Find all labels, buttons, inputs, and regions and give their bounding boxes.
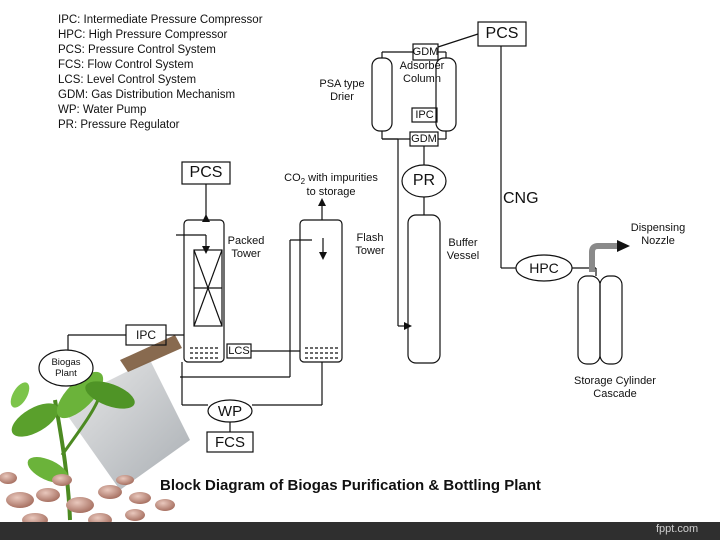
packed-tower: [183, 219, 225, 363]
legend-item: PR: Pressure Regulator: [58, 119, 180, 131]
co2-main: CO: [284, 172, 301, 184]
legend-item: FCS: Flow Control System: [58, 59, 194, 71]
buffer-vessel: [407, 214, 441, 364]
biogas-plant-label: Biogas Plant: [51, 357, 81, 379]
fcs-label: FCS: [215, 433, 245, 451]
cylinder-1: [577, 275, 601, 365]
legend-item: GDM: Gas Distribution Mechanism: [58, 89, 236, 101]
legend-item: HPC: High Pressure Compressor: [58, 29, 228, 41]
ipc-left-label: IPC: [135, 328, 156, 342]
psa-label: PSA type Drier: [319, 78, 365, 103]
legend-item: WP: Water Pump: [58, 104, 147, 116]
legend-item: PCS: Pressure Control System: [58, 44, 216, 56]
co2-rest: with impurities to storage: [306, 172, 378, 199]
watermark: fppt.com: [656, 523, 699, 535]
packed-tower-label: Packed Tower: [227, 235, 265, 260]
footer-band: [0, 522, 720, 540]
adsorber-label: Adsorber Column: [399, 60, 445, 85]
buffer-vessel-label: Buffer Vessel: [446, 237, 480, 262]
arrowheads: [202, 198, 412, 330]
flash-tower: [299, 219, 343, 363]
pr-label: PR: [412, 172, 436, 189]
biogas-plant-circle: [38, 349, 94, 387]
gdm-upper-label: GDM: [412, 46, 439, 58]
pcs-left-label: PCS: [189, 164, 223, 181]
storage-cascade-label: Storage Cylinder Cascade: [574, 375, 656, 400]
hpc-label: HPC: [529, 260, 559, 276]
lcs-label: LCS: [228, 345, 250, 357]
legend-item: LCS: Level Control System: [58, 74, 197, 86]
cng-label: CNG: [503, 190, 539, 207]
diagram-title: Block Diagram of Biogas Purification & B…: [160, 477, 541, 494]
pcs-top-label: PCS: [485, 25, 519, 42]
co2-label: CO2 with impurities to storage: [276, 172, 386, 199]
psa-column: [371, 57, 393, 132]
co2-subscript: 2: [300, 177, 306, 187]
leaf-icon: [11, 403, 59, 437]
dispensing-nozzle-label: Dispensing Nozzle: [630, 222, 686, 247]
wp-label: WP: [217, 402, 243, 420]
nozzle-icon: [589, 243, 618, 272]
ipc-right-label: IPC: [415, 109, 434, 121]
flash-tower-label: Flash Tower: [355, 232, 385, 257]
legend-item: IPC: Intermediate Pressure Compressor: [58, 14, 263, 26]
soil-pebbles: [0, 472, 175, 527]
gdm-lower-label: GDM: [411, 133, 437, 145]
cylinder-2: [599, 275, 623, 365]
